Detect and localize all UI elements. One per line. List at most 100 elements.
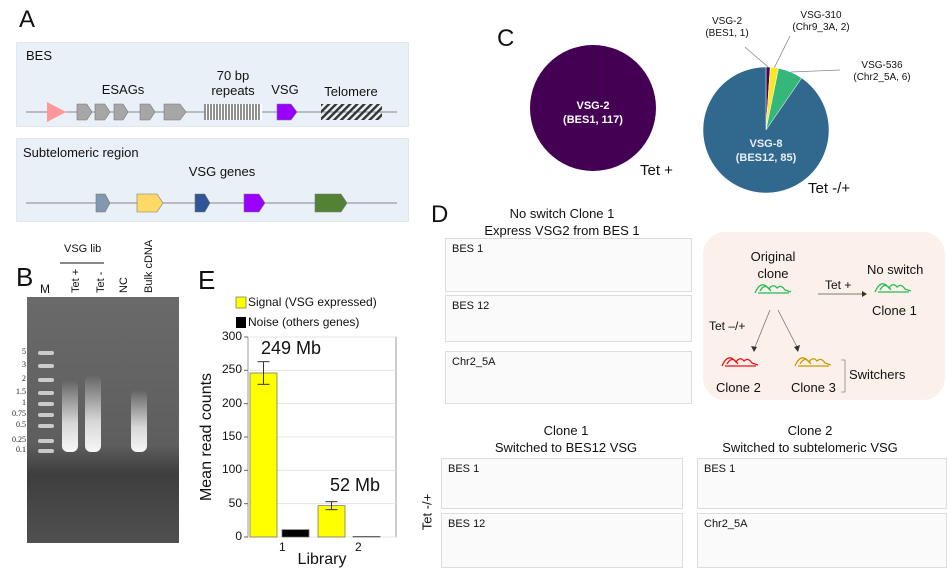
pie2-vsg536-callout: VSG-536(Chr2_5A, 6) bbox=[853, 60, 910, 84]
esag-gene bbox=[76, 103, 93, 121]
track-top-bes1: BES 1 bbox=[445, 238, 692, 292]
no-switch-label: No switch bbox=[867, 262, 924, 277]
track-left-bes1: BES 1 bbox=[441, 458, 683, 509]
pie2-vsg8-label: VSG-8 bbox=[749, 138, 783, 150]
ladder-band bbox=[38, 402, 54, 406]
ladder-size-label: 1.5 bbox=[16, 387, 26, 396]
sample-smear bbox=[131, 390, 147, 452]
repeats-label-line1: 70 bp bbox=[216, 68, 250, 83]
callout-vsg2-label: VSG-2 bbox=[711, 16, 743, 27]
bar-signal bbox=[249, 372, 278, 538]
left-title-line1: Clone 1 bbox=[543, 423, 589, 438]
esag-gene bbox=[163, 103, 187, 121]
x-tick-label: 1 bbox=[279, 540, 286, 554]
pie1-slice-label: VSG-2 bbox=[576, 100, 610, 112]
panel-label-d: D bbox=[431, 201, 449, 228]
subtelomeric-vsg-gene bbox=[243, 193, 266, 213]
ladder-band bbox=[38, 449, 54, 453]
tet-side-label: Tet -/+ bbox=[419, 493, 435, 531]
trypanosome-original-icon bbox=[754, 284, 792, 294]
lane-label: M bbox=[40, 282, 50, 296]
arrow-to-clone2 bbox=[754, 309, 771, 348]
callout-vsg310-label: VSG-310 bbox=[800, 10, 842, 21]
arrow-head bbox=[794, 345, 800, 352]
panel-label-e: E bbox=[198, 265, 216, 295]
y-tick-label: 200 bbox=[221, 395, 242, 410]
legend-swatch-noise bbox=[236, 317, 246, 328]
callout-vsg310-sub: (Chr9_3A, 2) bbox=[792, 22, 850, 33]
right-title-line2: Switched to subtelomeric VSG bbox=[722, 440, 898, 455]
ladder-band bbox=[38, 439, 54, 443]
promoter-icon bbox=[47, 102, 66, 122]
panel-label-a: A bbox=[19, 6, 36, 33]
pie1-caption: Tet + bbox=[640, 162, 673, 179]
callout-line bbox=[790, 69, 841, 73]
left-title-line2: Switched to BES12 VSG bbox=[494, 440, 638, 455]
sample-smear bbox=[62, 380, 78, 452]
pie2-vsg8-sub: (BES12, 85) bbox=[735, 152, 797, 164]
ladder-band bbox=[38, 391, 54, 395]
ladder-size-label: 0.75 bbox=[12, 409, 26, 418]
callout-vsg536-label: VSG-536 bbox=[861, 60, 903, 71]
track-right-chr2: Chr2_5A bbox=[697, 513, 947, 568]
bes-vsg-gene bbox=[276, 103, 298, 121]
switchers-label: Switchers bbox=[849, 367, 906, 382]
track-left-bes12: BES 12 bbox=[441, 513, 683, 568]
ladder-size-label: 1 bbox=[22, 398, 26, 407]
panel-label-c: C bbox=[497, 25, 515, 52]
panel-label-b: B bbox=[16, 262, 34, 292]
lane-label: Tet - bbox=[95, 271, 107, 293]
sample-smear bbox=[85, 375, 101, 452]
legend-signal: Signal (VSG expressed) bbox=[248, 295, 377, 309]
subtelomeric-vsg-gene bbox=[136, 193, 164, 213]
original-label-line1: Original bbox=[750, 249, 796, 264]
vsg-label: VSG bbox=[271, 82, 299, 97]
subtelomeric-vsg-gene bbox=[95, 193, 111, 213]
pie2-vsg310-callout: VSG-310(Chr9_3A, 2) bbox=[792, 10, 849, 34]
track-label: Chr2_5A bbox=[704, 518, 748, 530]
esags-label: ESAGs bbox=[101, 82, 145, 97]
pie2-main-label: VSG-8 (BES12, 85) bbox=[736, 137, 797, 165]
subtelomeric-title: Subtelomeric region bbox=[23, 145, 139, 160]
track-label: BES 1 bbox=[452, 243, 484, 255]
ladder-band bbox=[38, 378, 54, 382]
ladder-size-label: 2 bbox=[22, 374, 26, 383]
legend-swatch-signal bbox=[235, 296, 247, 309]
bar-signal bbox=[317, 505, 346, 538]
ladder-size-label: 0.5 bbox=[16, 420, 26, 429]
trypanosome-clone1-icon bbox=[874, 283, 912, 293]
arrow-to-clone3 bbox=[777, 309, 798, 348]
annotation-lib2: 52 Mb bbox=[330, 475, 381, 495]
esag-gene bbox=[139, 103, 156, 121]
pie1-label: VSG-2(BES1, 117) bbox=[563, 99, 623, 127]
top-title-line1: No switch Clone 1 bbox=[509, 206, 615, 221]
track-top-bes12: BES 12 bbox=[445, 295, 692, 342]
left-title: Clone 1 Switched to BES12 VSG bbox=[495, 422, 637, 456]
ladder-size-label: 0.25 bbox=[12, 435, 26, 444]
tet-minus-label: Tet –/+ bbox=[709, 319, 746, 333]
callout-line bbox=[774, 35, 791, 68]
track-label: BES 12 bbox=[452, 300, 490, 312]
repeats-label-line2: repeats bbox=[211, 83, 255, 98]
track-label: BES 12 bbox=[448, 518, 486, 530]
lane-label: NC bbox=[118, 277, 130, 293]
clone1-label: Clone 1 bbox=[872, 303, 917, 318]
esag-gene bbox=[94, 103, 111, 121]
pie2-vsg2-callout: VSG-2(BES1, 1) bbox=[705, 16, 748, 40]
ladder-band bbox=[38, 413, 54, 417]
track-label: Chr2_5A bbox=[452, 356, 496, 368]
x-axis-label: Library bbox=[297, 551, 347, 568]
y-tick-label: 0 bbox=[235, 529, 242, 543]
y-tick-label: 250 bbox=[221, 362, 242, 377]
track-right-bes1: BES 1 bbox=[697, 458, 947, 509]
callout-vsg2-sub: (BES1, 1) bbox=[705, 28, 749, 39]
vsg-genes-label: VSG genes bbox=[188, 164, 256, 179]
trypanosome-clone2-icon bbox=[721, 357, 759, 367]
y-tick-label: 150 bbox=[221, 429, 242, 443]
ladder-band bbox=[38, 351, 54, 355]
ladder-size-label: 0.1 bbox=[16, 445, 26, 454]
